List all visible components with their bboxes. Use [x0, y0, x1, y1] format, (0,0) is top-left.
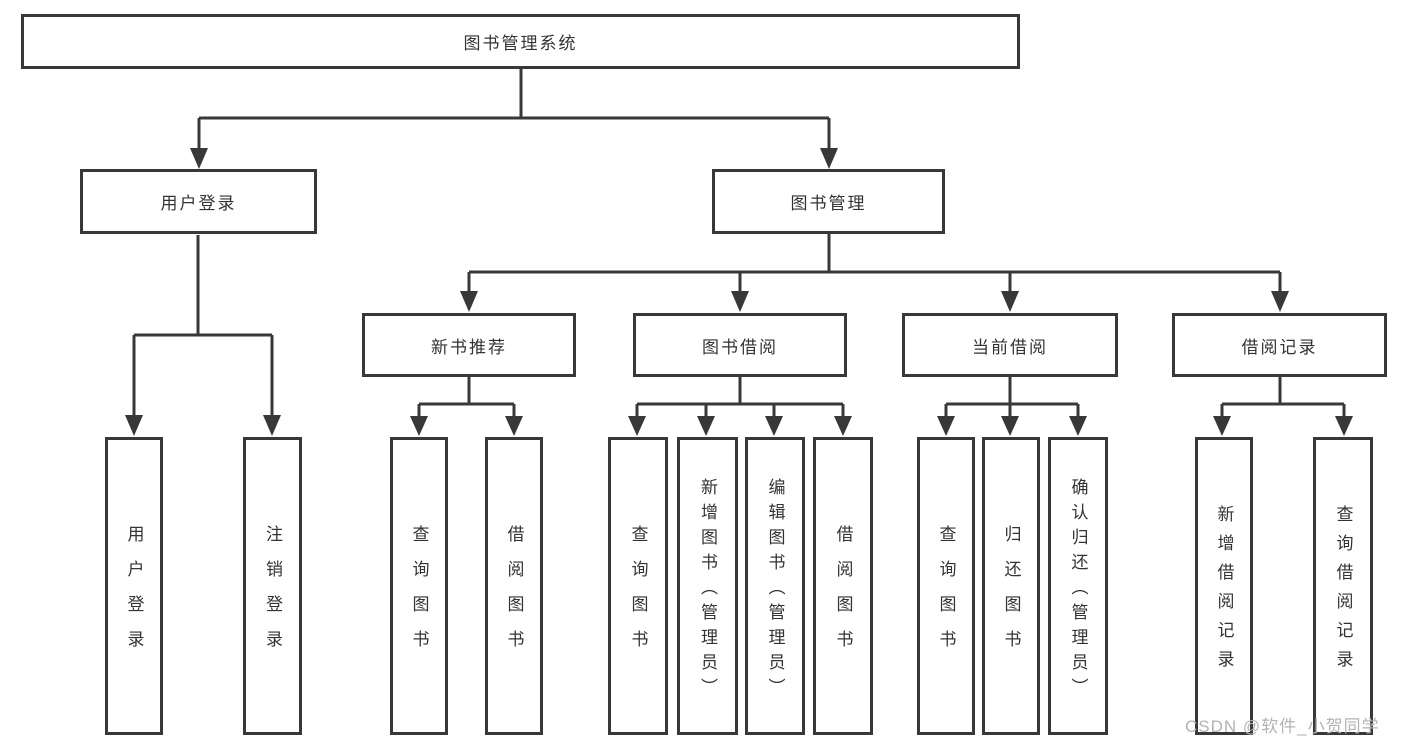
- node-label: 查询图书: [628, 525, 648, 665]
- node-leaf-query-books-borrowing: 查询图书: [608, 437, 668, 735]
- node-label: 用户登录: [160, 194, 237, 213]
- node-leaf-query-borrow-record: 查询借阅记录: [1313, 437, 1373, 735]
- node-label: 查询图书: [409, 525, 429, 665]
- node-leaf-confirm-return-admin: 确认归还（管理员）: [1048, 437, 1108, 735]
- node-label: 新增借阅记录: [1214, 505, 1234, 679]
- watermark: CSDN @软件_小贺同学: [1185, 717, 1380, 736]
- node-leaf-return-book: 归还图书: [982, 437, 1040, 735]
- node-user-login: 用户登录: [80, 169, 317, 234]
- node-borrowing-records: 借阅记录: [1172, 313, 1387, 377]
- node-label: 注销登录: [263, 525, 282, 665]
- node-leaf-add-borrow-record: 新增借阅记录: [1195, 437, 1253, 735]
- node-label: 借阅记录: [1241, 337, 1318, 357]
- node-label: 新书推荐: [431, 337, 507, 357]
- node-label: 用户登录: [124, 525, 144, 665]
- node-leaf-logout: 注销登录: [243, 437, 302, 735]
- node-book-management: 图书管理: [712, 169, 945, 234]
- node-leaf-borrow-books-recommend: 借阅图书: [485, 437, 543, 735]
- node-leaf-query-books-recommend: 查询图书: [390, 437, 448, 735]
- node-label: 编辑图书（管理员）: [765, 477, 785, 703]
- node-leaf-add-book-admin: 新增图书（管理员）: [677, 437, 738, 735]
- node-label: 图书管理系统: [463, 34, 578, 53]
- node-label: 图书管理: [790, 194, 867, 213]
- node-book-borrowing: 图书借阅: [633, 313, 847, 377]
- node-label: 借阅图书: [833, 525, 853, 665]
- node-label: 确认归还（管理员）: [1068, 477, 1088, 703]
- node-current-borrowing: 当前借阅: [902, 313, 1118, 377]
- node-leaf-query-books-current: 查询图书: [917, 437, 975, 735]
- node-label: 新增图书（管理员）: [698, 477, 717, 703]
- node-label: 当前借阅: [972, 337, 1048, 357]
- node-new-book-recommendation: 新书推荐: [362, 313, 576, 377]
- node-label: 查询图书: [936, 525, 956, 665]
- node-leaf-user-login: 用户登录: [105, 437, 163, 735]
- node-label: 图书借阅: [702, 337, 778, 357]
- node-library-management-system: 图书管理系统: [21, 14, 1020, 69]
- node-leaf-edit-book-admin: 编辑图书（管理员）: [745, 437, 805, 735]
- node-label: 借阅图书: [504, 525, 524, 665]
- node-label: 归还图书: [1001, 525, 1021, 665]
- node-label: 查询借阅记录: [1333, 505, 1353, 679]
- node-leaf-borrow-books-borrowing: 借阅图书: [813, 437, 873, 735]
